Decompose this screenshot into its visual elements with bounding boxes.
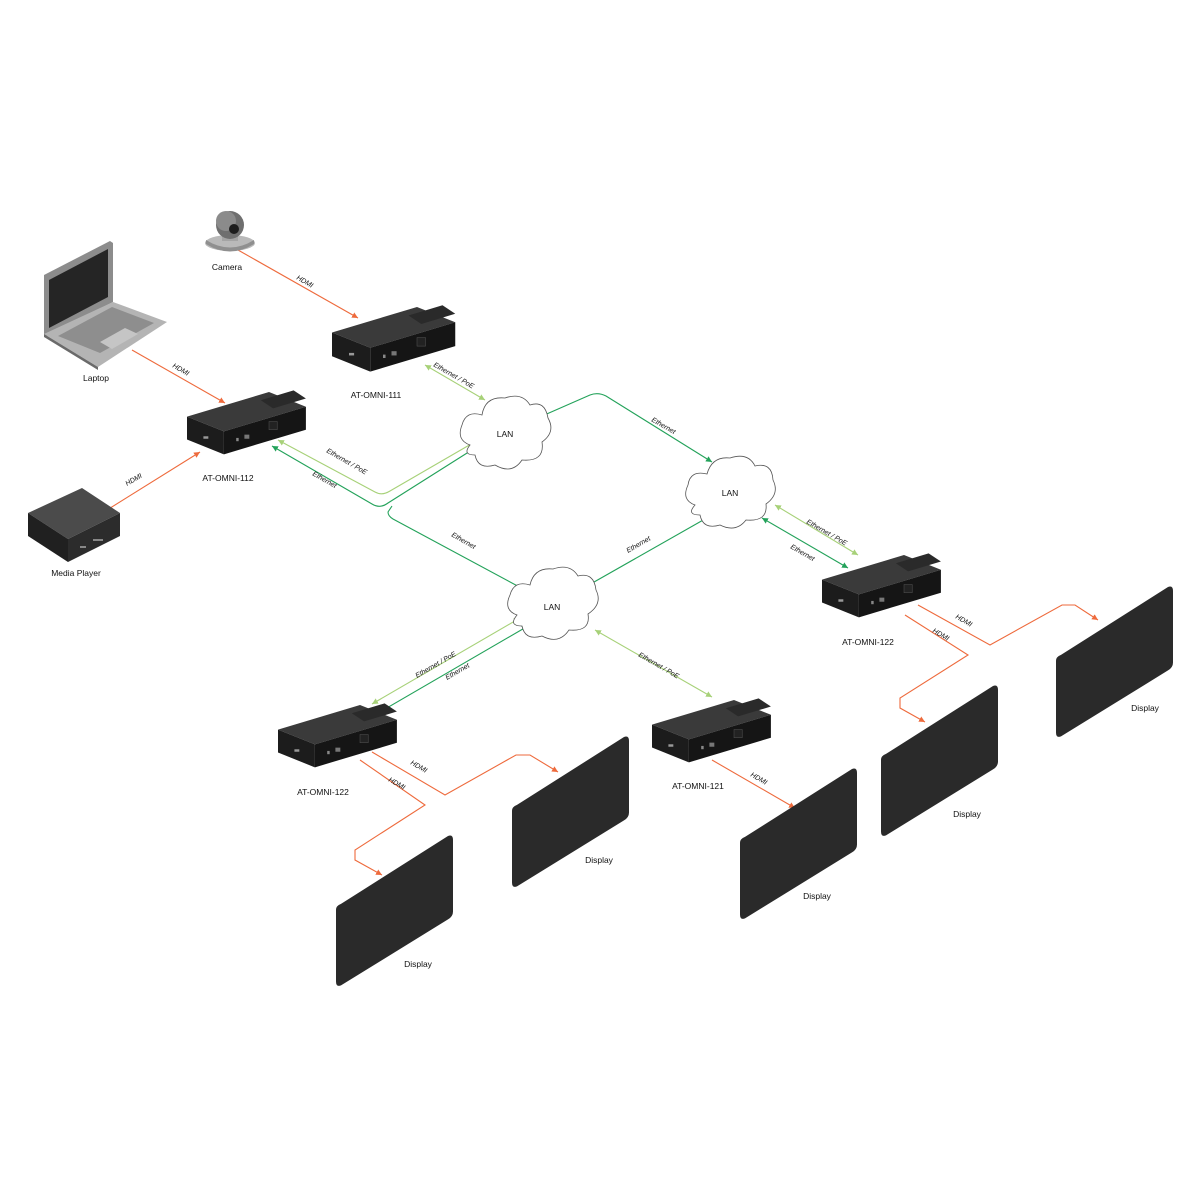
lan-cloud-2: [685, 455, 776, 529]
hdmi-rx-mid-to-display-5: [711, 759, 796, 809]
label-eth-lan2-lan3: Ethernet: [626, 535, 653, 555]
label-eth-lan1-lan3: Ethernet: [450, 532, 477, 552]
hdmi-camera-wire: [237, 249, 359, 319]
eth-lan1-lan3-wire: [387, 505, 526, 591]
hdmi-rx-left-to-display-2: [371, 751, 559, 796]
at-omni-122-left-label: AT-OMNI-122: [297, 787, 349, 797]
display-5-label: Display: [803, 891, 832, 901]
eth-lan1-lan2-wire: [532, 393, 713, 463]
lan-cloud-1: [459, 395, 552, 470]
eth-tx2-lan1-wire: [271, 445, 476, 507]
label-eth-tx2: Ethernet: [311, 471, 338, 491]
media-player-label: Media Player: [51, 568, 101, 578]
lan-cloud-2-label: LAN: [722, 488, 739, 498]
camera-label: Camera: [212, 262, 243, 272]
at-omni-122-left-device: [277, 702, 398, 768]
label-poe-tx1: Ethernet / PoE: [432, 362, 475, 391]
at-omni-111-label: AT-OMNI-111: [351, 390, 402, 400]
display-2-label: Display: [585, 855, 614, 865]
poe-tx1-lan1-wire: [424, 364, 486, 401]
label-hdmi-laptop: HDMI: [171, 363, 190, 378]
label-hdmi-rx-left-1: HDMI: [409, 760, 428, 775]
laptop-icon: [44, 241, 167, 370]
poe-tx2-lan1-wire: [277, 439, 479, 495]
label-poe-rx-right: Ethernet / PoE: [805, 519, 848, 548]
laptop-label: Laptop: [83, 373, 109, 383]
lan-cloud-1-label: LAN: [497, 429, 514, 439]
label-hdmi-mediaplayer: HDMI: [125, 473, 144, 488]
media-player-icon: [28, 488, 120, 562]
hdmi-laptop-wire: [131, 349, 226, 404]
display-1-label: Display: [404, 959, 433, 969]
label-hdmi-rx-mid: HDMI: [749, 772, 768, 787]
lan-cloud-3: [507, 566, 599, 640]
label-poe-rx-mid: Ethernet / PoE: [637, 652, 680, 681]
display-5: [740, 768, 857, 919]
display-3-label: Display: [953, 809, 982, 819]
hdmi-rx-left-to-display-1: [354, 759, 426, 876]
camera-icon: [205, 211, 255, 252]
display-4-label: Display: [1131, 703, 1160, 713]
label-hdmi-rx-left-2: HDMI: [387, 777, 406, 792]
label-poe-tx2: Ethernet / PoE: [325, 448, 368, 477]
at-omni-121-device: [651, 697, 772, 763]
at-omni-112-device: [186, 389, 307, 455]
at-omni-121-label: AT-OMNI-121: [672, 781, 724, 791]
display-4: [1056, 586, 1173, 737]
lan-cloud-3-label: LAN: [544, 602, 561, 612]
eth-lan2-rx-right-wire: [761, 517, 849, 569]
hdmi-rx-right-to-display-3: [899, 614, 970, 723]
at-omni-112-label: AT-OMNI-112: [202, 473, 253, 483]
poe-lan3-rx-mid-wire: [594, 629, 713, 698]
display-1: [336, 835, 453, 986]
hdmi-mediaplayer-wire: [106, 451, 201, 511]
label-hdmi-rx-right-2: HDMI: [931, 628, 950, 643]
at-omni-122-right-label: AT-OMNI-122: [842, 637, 894, 647]
eth-lan2-lan3-wire: [579, 514, 713, 591]
hdmi-rx-right-to-display-4: [917, 604, 1099, 646]
eth-lan3-rx-left-wire: [379, 625, 529, 713]
